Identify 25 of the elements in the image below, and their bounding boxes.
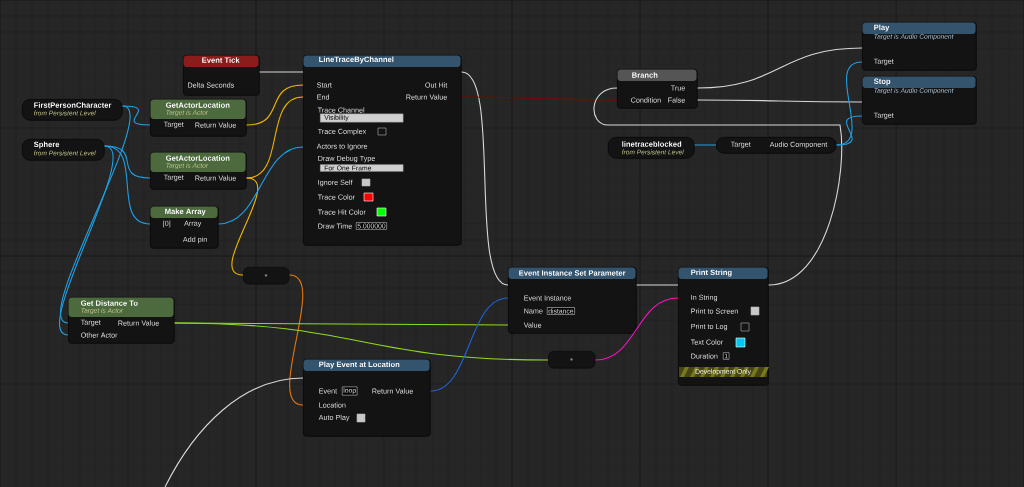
wire: [246, 84, 304, 126]
wire: [836, 115, 863, 146]
wire: [59, 145, 114, 336]
wire: [122, 105, 151, 126]
reroute-node: [548, 351, 596, 369]
reroute-node: [243, 267, 290, 285]
wire: [697, 99, 863, 103]
wire: [259, 71, 304, 73]
wire: [164, 377, 304, 487]
wire: [593, 87, 843, 286]
wire: [636, 284, 679, 286]
wire: [218, 146, 304, 225]
wire: [246, 96, 304, 179]
wire: [231, 177, 258, 276]
wire: [697, 47, 863, 89]
wire: [694, 144, 717, 146]
wire: [104, 145, 151, 179]
wire: [60, 105, 131, 324]
wire: [430, 297, 509, 392]
wire: [461, 96, 618, 101]
wire: [594, 297, 679, 361]
wire: [461, 71, 509, 286]
wire: [288, 274, 304, 406]
wire: [174, 322, 549, 361]
wire: [104, 145, 151, 225]
